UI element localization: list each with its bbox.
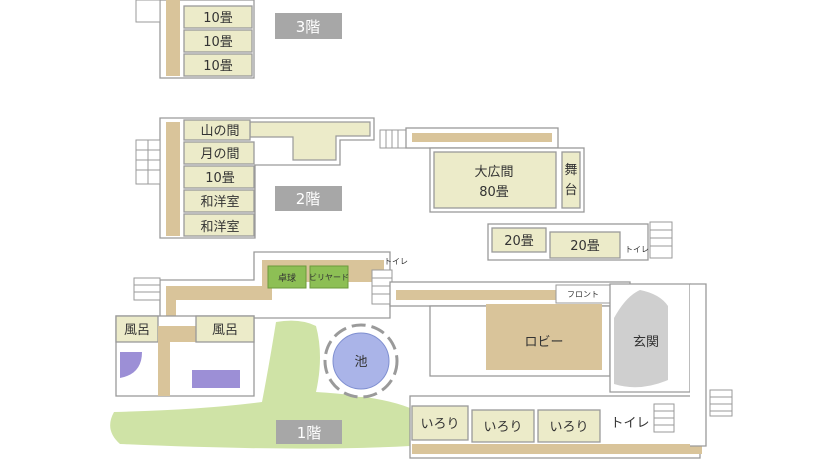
- f2-stairs: [135, 139, 161, 185]
- f3-room-1-label: 10畳: [203, 11, 233, 26]
- floor-1: 卓球 ビリヤード トイレ 風呂 風呂 池 1階: [110, 251, 733, 459]
- lobby: [486, 304, 602, 370]
- irori-1: [411, 405, 469, 441]
- billiards-label: ビリヤード: [309, 273, 349, 282]
- stage-label-1: 舞: [564, 163, 577, 178]
- room-tsuki-label: 月の間: [200, 147, 239, 162]
- f1-stairs-right: [653, 403, 675, 433]
- floor-2-label: 2階: [296, 190, 321, 208]
- f1-stairs-far-right: [709, 389, 733, 417]
- garden: [110, 320, 411, 449]
- bath-2: [195, 315, 255, 343]
- bath-2-label: 風呂: [212, 323, 238, 338]
- room-tsuki: [183, 141, 255, 165]
- f3-room-2: [183, 29, 253, 53]
- floor-1-label: 1階: [297, 424, 322, 442]
- f3-room-3: [183, 53, 253, 77]
- floor-1-badge: [276, 420, 342, 444]
- f3-room-2-label: 10畳: [203, 35, 233, 50]
- table-tennis-room: [267, 265, 307, 289]
- side-room-2: [549, 231, 621, 259]
- f1-toilet-top-label: トイレ: [384, 257, 408, 266]
- irori-3: [537, 409, 601, 443]
- f2-wing-stairs: [379, 129, 407, 149]
- irori-3-label: いろり: [549, 420, 588, 435]
- floor-3-label: 3階: [296, 18, 321, 36]
- irori-2-label: いろり: [483, 420, 522, 435]
- pond-label: 池: [354, 355, 367, 370]
- side-room-2-label: 20畳: [570, 239, 600, 254]
- front-desk-label: フロント: [567, 290, 599, 299]
- floor-2-badge: [275, 186, 342, 211]
- f2-room-wayo-1: [183, 189, 255, 213]
- pond: [332, 332, 390, 390]
- entrance: [614, 290, 668, 388]
- f3-room-3-label: 10畳: [203, 59, 233, 74]
- f1-toilet-bottom-label: トイレ: [610, 416, 649, 431]
- stage-label-2: 台: [564, 183, 577, 198]
- f1-stairs-left: [133, 277, 161, 301]
- f2-room-wayo-2-label: 和洋室: [200, 219, 239, 235]
- irori-2: [471, 409, 535, 443]
- side-room-1-label: 20畳: [504, 234, 534, 249]
- floor-3-badge: [275, 13, 342, 39]
- floor-2: 山の間 月の間 10畳 和洋室 和洋室 2階 大広間 80畳 舞 台 20畳 2…: [135, 117, 673, 261]
- banquet-hall-name: 大広間: [474, 165, 513, 180]
- bath-tub-2: [192, 370, 240, 388]
- f2-wing-stairs-2: [649, 221, 673, 259]
- f3-room-1: [183, 5, 253, 29]
- entrance-label: 玄関: [633, 335, 659, 350]
- banquet-hall: [433, 151, 557, 209]
- f2-toilet-label: トイレ: [625, 245, 649, 254]
- f2-room-10jo: [183, 165, 255, 189]
- stage: [561, 151, 581, 209]
- banquet-hall-size: 80畳: [479, 185, 509, 200]
- f1-stairs-mid: [371, 269, 393, 305]
- room-yama: [183, 119, 251, 141]
- f2-room-wayo-2: [183, 213, 255, 237]
- table-tennis-label: 卓球: [278, 272, 296, 284]
- f2-room-wayo-1-label: 和洋室: [200, 194, 239, 210]
- bath-1-label: 風呂: [124, 323, 150, 338]
- lobby-label: ロビー: [524, 335, 563, 350]
- bath-tub-1: [120, 352, 142, 378]
- f2-room-10jo-label: 10畳: [205, 171, 235, 186]
- billiards-room: [309, 265, 349, 289]
- floor-3: 10畳 10畳 10畳 3階: [135, 0, 342, 79]
- side-room-1: [491, 227, 547, 253]
- irori-1-label: いろり: [420, 417, 459, 432]
- room-yama-label: 山の間: [200, 124, 239, 139]
